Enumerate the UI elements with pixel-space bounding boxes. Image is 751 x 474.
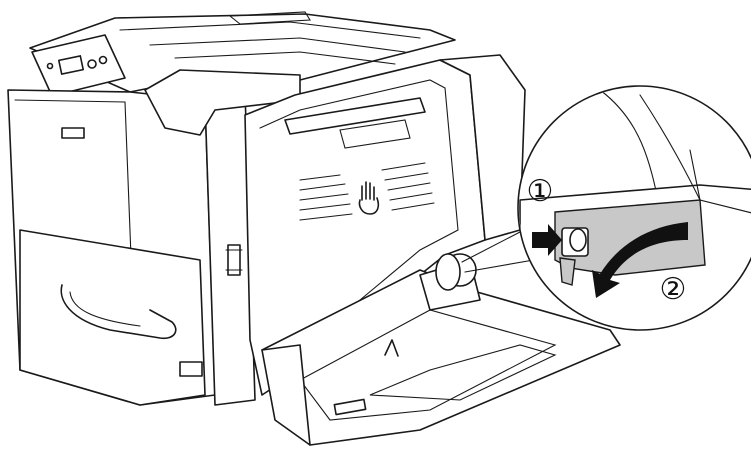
step-1-label: ① bbox=[526, 174, 554, 209]
side-cover bbox=[244, 54, 526, 396]
paper-cassette bbox=[19, 229, 206, 406]
printer-body bbox=[7, 11, 456, 406]
release-lever bbox=[554, 199, 706, 276]
hand-icon bbox=[358, 181, 380, 215]
control-panel bbox=[31, 34, 126, 97]
detail-callout bbox=[461, 85, 751, 331]
step-2-label: ② bbox=[659, 272, 687, 307]
curved-arrow-icon bbox=[592, 222, 688, 298]
push-arrow-icon bbox=[532, 224, 562, 256]
mp-tray bbox=[261, 253, 621, 446]
